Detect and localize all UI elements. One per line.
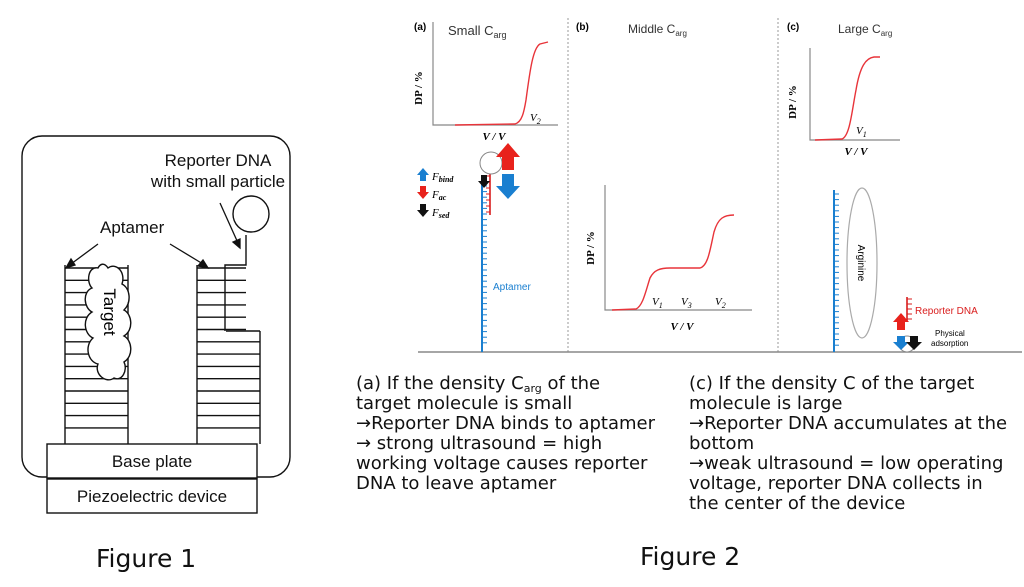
- right-aptamer: [196, 195, 270, 444]
- piezoelectric-device: [46, 478, 258, 514]
- panel-b-curve: [611, 214, 735, 311]
- panel-c-voltage: V1: [856, 125, 867, 139]
- f-ac-label: Fac: [431, 189, 447, 202]
- panel-c-red-arrow-icon: [893, 313, 909, 330]
- panel-a: (a) Small Carg DP / % V / V V2 Fbind Fac: [413, 22, 558, 352]
- panel-c-black-arrow-icon: [906, 336, 922, 350]
- panel-c: (c) Large Carg DP / % V / V V1 Arginine …: [787, 22, 978, 353]
- panel-b-tag: (b): [576, 22, 589, 33]
- f-bind-label: Fbind: [431, 171, 454, 184]
- panel-b: (b) Middle Carg DP / % V / V V1 V3 V2: [576, 22, 752, 333]
- caption-a: (a) If the density Carg of the target mo…: [356, 373, 656, 494]
- target-label: Target: [100, 288, 119, 336]
- panel-c-dp-axis: DP / %: [787, 85, 799, 119]
- panel-b-title: Middle Carg: [628, 22, 687, 38]
- panel-c-tag: (c): [787, 22, 799, 33]
- aptamer-label: Aptamer: [100, 218, 165, 237]
- panel-c-curve: [814, 56, 880, 141]
- figure-2-diagram: (a) Small Carg DP / % V / V V2 Fbind Fac: [413, 18, 1022, 353]
- panel-b-v-axis: V / V: [670, 321, 695, 333]
- panel-a-title: Small Carg: [448, 23, 507, 40]
- panel-a-v-axis: V / V: [482, 131, 507, 143]
- small-particle: [232, 195, 270, 233]
- panel-c-title: Large Carg: [838, 22, 892, 38]
- panel-a-tag: (a): [414, 22, 426, 33]
- f-sed-arrow-icon: [417, 204, 429, 217]
- panel-b-v3: V3: [681, 296, 692, 310]
- panel-a-blue-arrow-icon: [496, 174, 520, 199]
- panel-b-dp-axis: DP / %: [585, 231, 597, 265]
- base-plate: [46, 443, 258, 479]
- panel-c-reporter-label: Reporter DNA: [915, 306, 978, 317]
- panel-c-v-axis: V / V: [844, 146, 869, 158]
- piezo-label: Piezoelectric device: [76, 487, 228, 506]
- f-ac-arrow-icon: [417, 186, 429, 199]
- reporter-dna-label: Reporter DNA with small particle: [150, 151, 286, 191]
- panel-a-red-arrow-icon: [496, 143, 520, 170]
- arginine-label: Arginine: [855, 245, 866, 282]
- reporter-dna-strand: [224, 235, 247, 331]
- arginine-molecule: [846, 187, 878, 339]
- panel-b-v2: V2: [715, 296, 726, 310]
- panel-b-v1: V1: [652, 296, 663, 310]
- label-arrows: [64, 202, 241, 270]
- figure-1-diagram: Target: [21, 135, 291, 514]
- figure-1-caption: Figure 1: [96, 544, 197, 573]
- panel-c-axes: [809, 48, 900, 141]
- panel-a-dp-axis: DP / %: [413, 71, 425, 105]
- figure-2-caption: Figure 2: [640, 542, 741, 571]
- panel-a-aptamer-label: Aptamer: [493, 282, 531, 293]
- physical-adsorption-label: Physical: [935, 329, 965, 338]
- caption-c: (c) If the density C of the target molec…: [689, 373, 1008, 514]
- panel-a-voltage: V2: [530, 112, 541, 126]
- panel-c-blue-arrow-icon: [893, 336, 909, 350]
- target-cloud: Target: [84, 263, 132, 381]
- base-plate-label: Base plate: [111, 452, 193, 471]
- panel-a-axes: [432, 22, 558, 126]
- panel-a-black-arrow-icon: [478, 175, 490, 188]
- panel-a-curve: [454, 41, 549, 126]
- panel-b-axes: [604, 185, 752, 311]
- svg-text:adsorption: adsorption: [931, 339, 968, 348]
- force-legend: Fbind Fac Fsed: [417, 168, 454, 220]
- f-sed-label: Fsed: [431, 207, 450, 220]
- f-bind-arrow-icon: [417, 168, 429, 181]
